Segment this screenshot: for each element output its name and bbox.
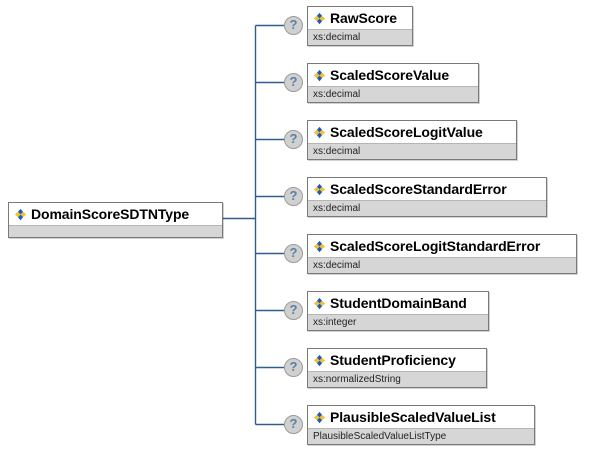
element-node-rawscore[interactable]: RawScore xs:decimal [307, 6, 413, 46]
element-node-studentproficiency[interactable]: StudentProficiency xs:normalizedString [307, 348, 487, 388]
xsd-element-icon [313, 69, 326, 81]
optional-marker-symbol: ? [289, 416, 298, 431]
root-node-domainscoresdtntype[interactable]: DomainScoreSDTNType [8, 202, 223, 238]
element-node-title: StudentProficiency [308, 349, 486, 371]
element-node-title: PlausibleScaledValueList [308, 406, 534, 428]
element-node-label: PlausibleScaledValueList [330, 409, 496, 425]
element-node-label: ScaledScoreValue [330, 67, 450, 83]
element-node-type: xs:decimal [313, 88, 361, 100]
optional-marker-symbol: ? [289, 245, 298, 260]
element-node-scaledscorestandarderror[interactable]: ScaledScoreStandardError xs:decimal [307, 177, 547, 217]
element-node-label: StudentProficiency [330, 352, 456, 368]
element-node-type: PlausibleScaledValueListType [313, 430, 447, 442]
optional-occurrence-icon[interactable]: ? [284, 16, 303, 35]
xsd-element-icon [313, 12, 326, 24]
optional-marker-symbol: ? [289, 302, 298, 317]
optional-occurrence-icon[interactable]: ? [284, 301, 303, 320]
optional-marker-symbol: ? [289, 359, 298, 374]
element-node-scaledscorelogitstandarderror[interactable]: ScaledScoreLogitStandardError xs:decimal [307, 234, 577, 274]
xsd-element-icon [313, 183, 326, 195]
element-node-type-row: xs:decimal [308, 86, 478, 102]
element-node-title: ScaledScoreStandardError [308, 178, 546, 200]
xsd-element-icon [313, 354, 326, 366]
element-node-scaledscorelogitvalue[interactable]: ScaledScoreLogitValue xs:decimal [307, 120, 517, 160]
xsd-element-icon [313, 126, 326, 138]
element-node-type: xs:decimal [313, 259, 361, 271]
element-node-title: ScaledScoreLogitValue [308, 121, 516, 143]
optional-marker-symbol: ? [289, 17, 298, 32]
element-node-type-row: xs:decimal [308, 200, 546, 216]
optional-marker-symbol: ? [289, 131, 298, 146]
element-node-title: StudentDomainBand [308, 292, 488, 314]
element-node-type-row: xs:integer [308, 314, 488, 330]
element-node-type-row: xs:normalizedString [308, 371, 486, 387]
element-node-type-row: PlausibleScaledValueListType [308, 428, 534, 444]
element-node-plausiblescaledvaluelist[interactable]: PlausibleScaledValueList PlausibleScaled… [307, 405, 535, 445]
element-node-label: ScaledScoreLogitValue [330, 124, 483, 140]
optional-occurrence-icon[interactable]: ? [284, 358, 303, 377]
element-node-title: RawScore [308, 7, 412, 29]
element-node-type: xs:decimal [313, 202, 361, 214]
element-node-label: ScaledScoreStandardError [330, 181, 507, 197]
optional-occurrence-icon[interactable]: ? [284, 187, 303, 206]
element-node-scaledscorevalue[interactable]: ScaledScoreValue xs:decimal [307, 63, 479, 103]
element-node-type-row: xs:decimal [308, 257, 576, 273]
optional-occurrence-icon[interactable]: ? [284, 244, 303, 263]
optional-occurrence-icon[interactable]: ? [284, 415, 303, 434]
xsd-element-icon [313, 411, 326, 423]
element-node-title: ScaledScoreLogitStandardError [308, 235, 576, 257]
xsd-element-icon [14, 208, 27, 220]
element-node-title: ScaledScoreValue [308, 64, 478, 86]
element-node-type: xs:decimal [313, 145, 361, 157]
root-node-type-row [9, 225, 222, 237]
root-node-label: DomainScoreSDTNType [31, 206, 190, 222]
optional-marker-symbol: ? [289, 188, 298, 203]
xsd-element-icon [313, 240, 326, 252]
element-node-type: xs:normalizedString [313, 373, 401, 385]
element-node-type: xs:decimal [313, 31, 361, 43]
element-node-studentdomainband[interactable]: StudentDomainBand xs:integer [307, 291, 489, 331]
element-node-type: xs:integer [313, 316, 357, 328]
optional-occurrence-icon[interactable]: ? [284, 130, 303, 149]
optional-marker-symbol: ? [289, 74, 298, 89]
element-node-type-row: xs:decimal [308, 143, 516, 159]
root-node-title: DomainScoreSDTNType [9, 203, 222, 225]
xsd-element-icon [313, 297, 326, 309]
element-node-type-row: xs:decimal [308, 29, 412, 45]
element-node-label: RawScore [330, 10, 397, 26]
optional-occurrence-icon[interactable]: ? [284, 73, 303, 92]
element-node-label: ScaledScoreLogitStandardError [330, 238, 541, 254]
element-node-label: StudentDomainBand [330, 295, 467, 311]
